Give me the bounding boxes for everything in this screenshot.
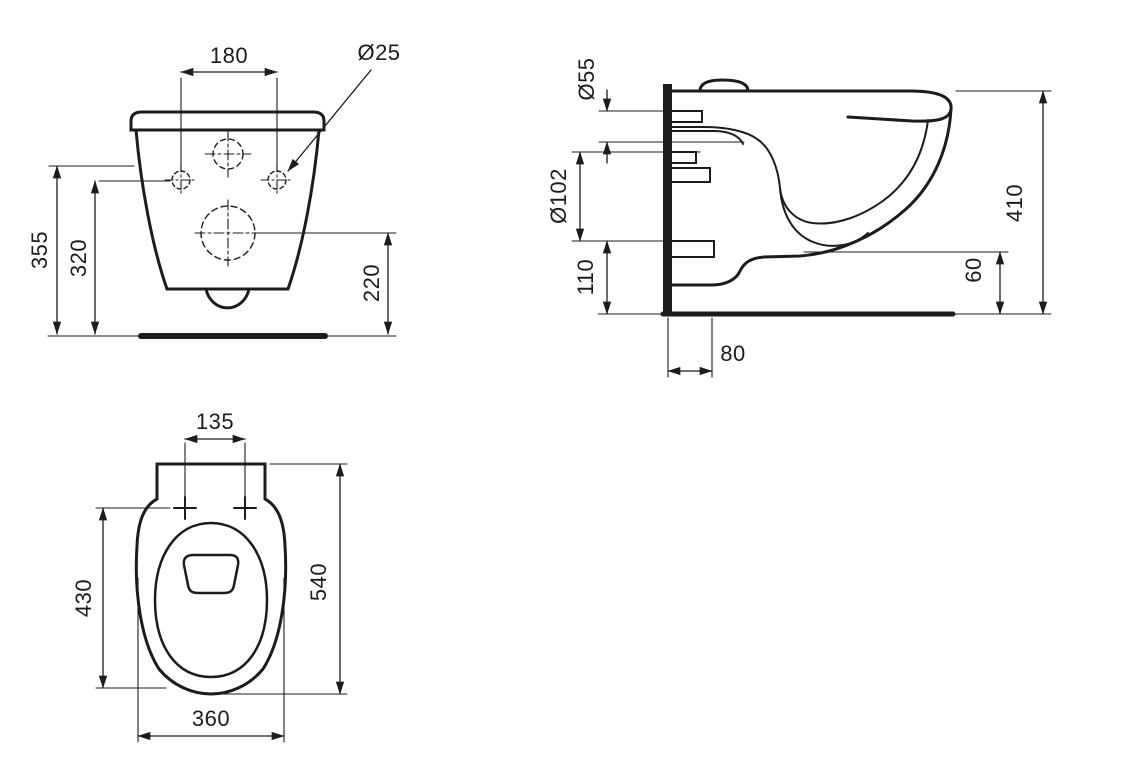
front-view: 180 Ø25 355 320 220 — [27, 40, 400, 339]
top-water-spot — [182, 553, 240, 595]
side-mount-bracket — [671, 240, 715, 258]
side-outlet-pipe — [671, 167, 711, 183]
side-hinge — [698, 78, 750, 93]
dim-label-135: 135 — [196, 409, 234, 434]
seat-fixing-marks — [173, 496, 257, 520]
dim-label-360: 360 — [192, 706, 230, 731]
side-dimension-lines — [571, 89, 1052, 378]
front-lid-outline — [129, 110, 326, 132]
wall-section — [663, 84, 672, 315]
top-inner-rim — [153, 521, 269, 679]
dim-label-220: 220 — [359, 264, 384, 302]
dim-label-60: 60 — [961, 257, 986, 282]
dim-label-355: 355 — [27, 231, 52, 269]
top-dimension-lines — [95, 434, 348, 743]
top-outline — [134, 462, 288, 696]
dim-label-180: 180 — [210, 43, 248, 68]
side-outlet-stub — [671, 151, 697, 164]
front-outlet-bump — [204, 287, 251, 310]
front-body-outline — [134, 128, 321, 291]
dim-label-540: 540 — [306, 563, 331, 601]
side-seat-cover — [670, 89, 953, 123]
top-view: 135 430 540 360 — [71, 409, 348, 743]
leader-line-25 — [287, 69, 372, 172]
dim-label-inlet-diameter: Ø55 — [574, 57, 599, 100]
dim-label-bolt-diameter: Ø25 — [357, 40, 400, 65]
dim-label-80: 80 — [720, 341, 745, 366]
dim-label-110: 110 — [573, 259, 598, 296]
front-hidden-holes — [164, 130, 294, 267]
side-bowl-inner — [671, 119, 929, 225]
side-bowl-outer — [670, 107, 953, 287]
dim-label-outlet-diameter: Ø102 — [546, 168, 571, 224]
dim-label-410: 410 — [1002, 184, 1027, 222]
side-trap-curve — [779, 187, 869, 247]
dim-label-430: 430 — [71, 579, 96, 617]
side-inlet-upper — [671, 110, 703, 123]
front-dimension-lines — [47, 67, 397, 337]
dim-label-320: 320 — [66, 239, 91, 277]
side-view: Ø55 Ø102 110 410 60 80 — [546, 57, 1052, 378]
